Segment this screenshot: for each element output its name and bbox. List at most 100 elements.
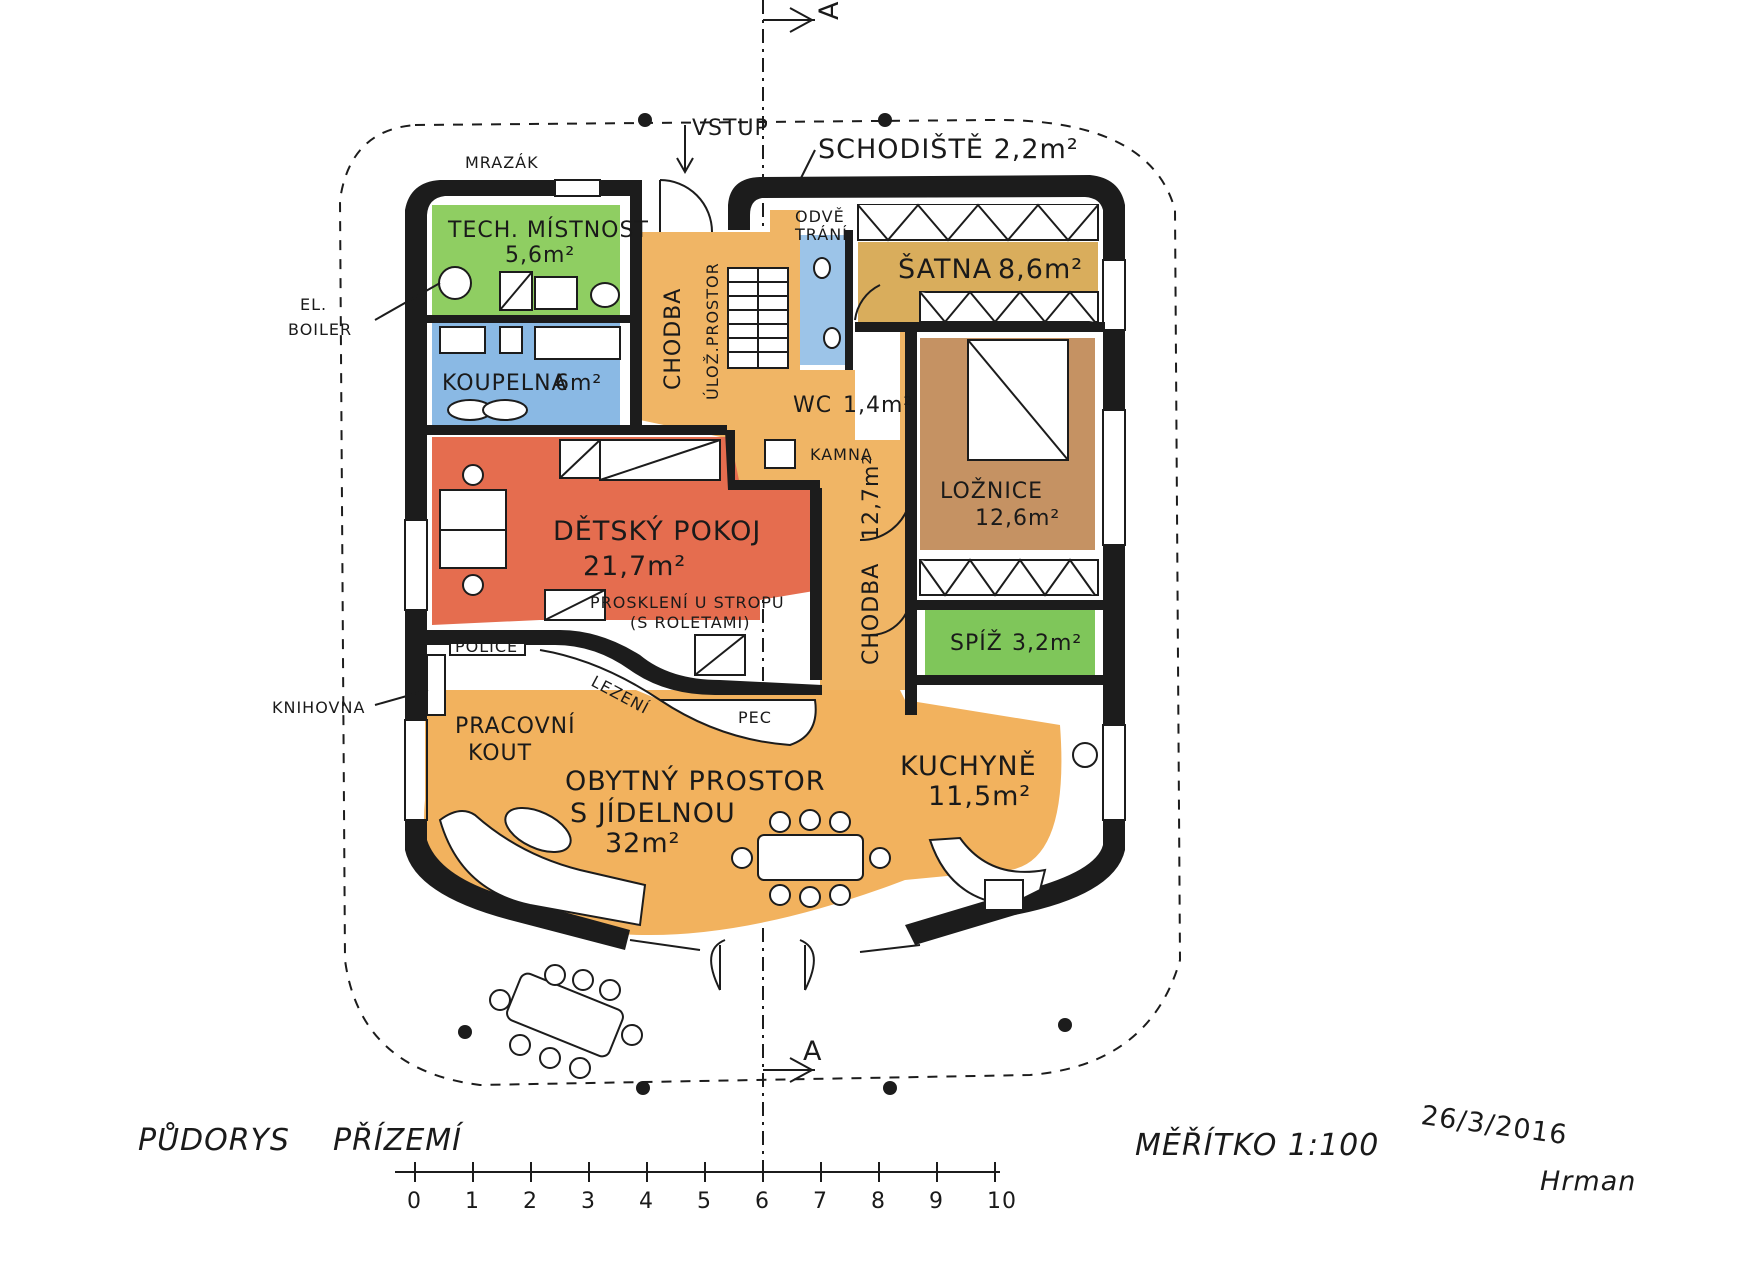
plan-title-1: PŮDORYS (138, 1121, 290, 1158)
wall-left-1 (405, 420, 427, 520)
windows (404, 179, 1126, 953)
label-koupelna: KOUPELNA (442, 371, 568, 396)
scale-tick-label: 10 (987, 1189, 1017, 1214)
label-uloz: ÚLOŽ.PROSTOR (703, 262, 722, 400)
kids-room-fill (432, 437, 820, 625)
wall-kids-bottom (427, 630, 822, 695)
scale-tick-label: 7 (813, 1189, 828, 1214)
schodiste-arrow (799, 149, 816, 181)
wall-pantry-bottom (917, 675, 1103, 685)
signature: Hrman (1540, 1166, 1636, 1197)
label-obytny-2: S JÍDELNOU (570, 797, 736, 829)
label-el: EL. (300, 295, 327, 314)
wall-pantry-top (917, 600, 1103, 610)
climbing-wall (539, 649, 817, 747)
label-schodiste: SCHODIŠTĚ 2,2m² (818, 133, 1079, 165)
label-spiz-area: 3,2m² (1012, 631, 1082, 656)
wall-wc (845, 230, 853, 370)
label-boiler: BOILER (288, 320, 352, 339)
label-kuchyne-area: 11,5m² (928, 781, 1031, 812)
label-loznice-area: 12,6m² (975, 506, 1060, 531)
label-knihovna: KNIHOVNA (272, 698, 365, 717)
label-chodba-right-area: 12,7m² (859, 455, 884, 540)
library-shelf (426, 654, 446, 716)
label-kuchyne: KUCHYNĚ (900, 750, 1037, 782)
wall-wardrobe-bottom (855, 322, 1105, 332)
doors (659, 179, 911, 991)
wall-right-upper (1103, 245, 1125, 260)
wall-top-left-2 (600, 180, 642, 196)
wall-left-2 (405, 610, 427, 720)
wall-tech-bath (427, 315, 637, 323)
wall-bottom-right (905, 820, 1125, 945)
label-chodba-right: CHODBA (859, 563, 884, 665)
label-wc: WC (793, 393, 832, 418)
wall-corridor-left (630, 196, 642, 431)
label-vstup: VSTUP (692, 116, 769, 141)
label-pec: PEC (738, 708, 772, 727)
roof-outline (338, 118, 1182, 1087)
label-pracovni-1: PRACOVNÍ (455, 713, 576, 739)
kitchen-stove (984, 879, 1024, 911)
label-obytny-1: OBYTNÝ PROSTOR (565, 765, 826, 797)
columns (458, 113, 1072, 1095)
date-text: 26/3/2016 (1419, 1100, 1569, 1151)
scale-text: MĚŘÍTKO 1:100 (1135, 1127, 1379, 1163)
label-satna: ŠATNA (898, 253, 992, 285)
garden-table (489, 964, 643, 1079)
scale-tick-label: 5 (697, 1189, 712, 1214)
scale-tick-label: 1 (465, 1189, 480, 1214)
label-satna-area: 8,6m² (998, 254, 1083, 285)
label-koupelna-area: 6m² (555, 371, 602, 396)
bath-fixtures (438, 257, 841, 421)
label-pracovni-2: KOUT (468, 741, 532, 766)
label-tech-name: TECH. MÍSTNOST (447, 217, 649, 243)
wall-right-1 (1103, 330, 1125, 410)
label-detsky-area: 21,7m² (583, 551, 686, 582)
label-mrazak: MRAZÁK (465, 153, 539, 172)
pantry-fill (925, 610, 1095, 675)
section-arrow-top (763, 7, 815, 33)
kitchen-sink (1072, 742, 1098, 768)
label-odvetrani-2: TRÁNÍ (794, 225, 848, 244)
coffee-table (504, 806, 572, 854)
plan-title-2: PŘÍZEMÍ (333, 1122, 464, 1158)
wall-bath-kids (427, 425, 727, 435)
wardrobe-shelves (857, 203, 1099, 597)
police-shelf (449, 642, 526, 656)
staircase (727, 267, 789, 369)
wall-bedroom-left (905, 325, 917, 715)
scale-tick-label: 9 (929, 1189, 944, 1214)
label-wc-area: 1,4m² (843, 393, 913, 418)
scale-tick-label: 6 (755, 1189, 770, 1214)
knihovna-leader (374, 689, 429, 706)
scale-tick-label: 0 (407, 1189, 422, 1214)
label-kamna: KAMNA (810, 445, 873, 464)
section-label-bottom: A (803, 1036, 822, 1067)
dining-table (731, 809, 891, 908)
kids-furniture (439, 439, 796, 676)
label-prosklen-1: PROSKLENÍ U STROPU (590, 593, 785, 612)
wall-top-left (405, 180, 555, 420)
scale-tick-label: 2 (523, 1189, 538, 1214)
scale-tick-label: 3 (581, 1189, 596, 1214)
label-tech-area: 5,6m² (505, 243, 575, 268)
label-police: POLICE (455, 637, 518, 656)
sofa (438, 810, 647, 927)
label-obytny-area: 32m² (605, 828, 680, 859)
boiler-leader (374, 282, 441, 321)
wall-bottom-left (405, 820, 630, 950)
vstup-arrow (676, 125, 694, 175)
wall-top-right (728, 175, 1125, 245)
section-label-top: A (814, 1, 845, 20)
label-loznice: LOŽNICE (940, 478, 1043, 504)
wall-kids-right (725, 430, 822, 680)
label-chodba-top: CHODBA (661, 288, 686, 390)
bed (967, 339, 1069, 461)
section-arrow-bottom (763, 1057, 815, 1083)
label-detsky: DĚTSKÝ POKOJ (553, 515, 761, 547)
label-spiz: SPÍŽ (950, 630, 1003, 656)
label-odvetrani-1: ODVĚ (795, 207, 845, 226)
